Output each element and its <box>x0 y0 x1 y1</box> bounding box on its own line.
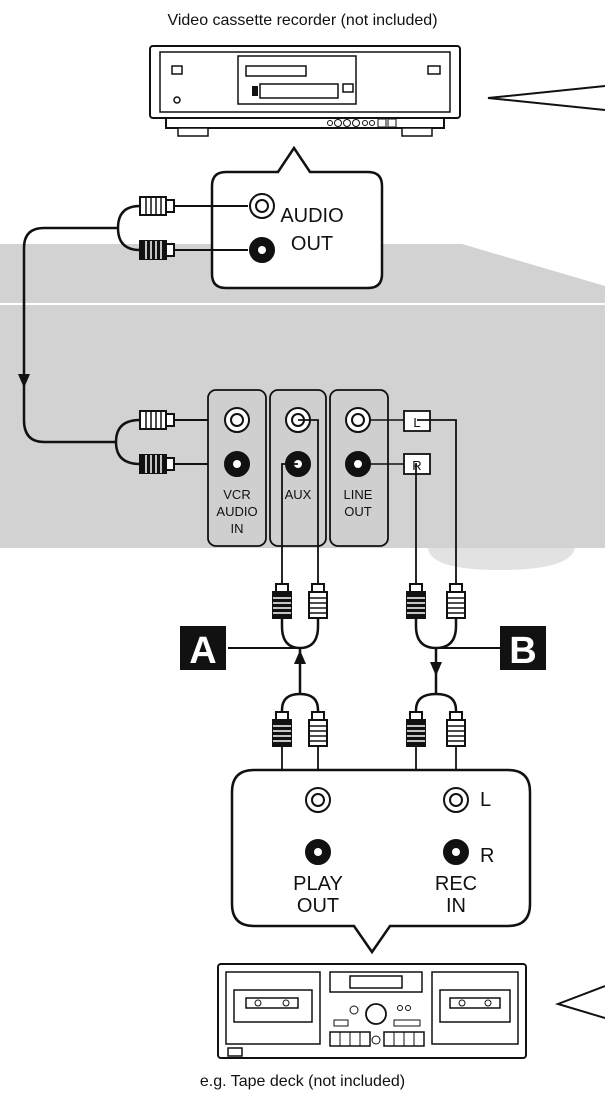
vcr-cable <box>18 196 248 474</box>
play-out-label-2: OUT <box>297 895 339 917</box>
vcr-audio-in-label-3: IN <box>231 521 244 536</box>
vcr-audio-out-callout: AUDIO OUT <box>210 145 384 290</box>
line-out-right-marker: R <box>412 458 421 473</box>
vcr-audio-in-label-2: AUDIO <box>216 504 257 519</box>
audio-out-label-2: OUT <box>291 233 333 255</box>
tape-deck-caption: e.g. Tape deck (not included) <box>199 1073 406 1090</box>
vcr-audio-in-label-1: VCR <box>223 487 250 502</box>
rec-in-label-2: IN <box>446 895 466 917</box>
play-out-label-1: PLAY <box>293 873 343 895</box>
tape-deck-callout: L R PLAY OUT REC IN <box>230 768 532 955</box>
svg-text:B: B <box>509 630 536 672</box>
vcr-caption: Video cassette recorder (not included) <box>167 12 438 29</box>
vcr-illustration <box>149 45 605 137</box>
marker-a: A <box>180 626 226 672</box>
aux-label: AUX <box>285 487 312 502</box>
tape-deck-illustration <box>217 963 605 1059</box>
rec-in-label-1: REC <box>435 873 477 895</box>
rear-panel: VCR AUDIO IN AUX LINE OUT L R <box>207 389 431 547</box>
tape-deck-left-label: L <box>480 789 491 811</box>
audio-out-label-1: AUDIO <box>280 205 343 227</box>
line-out-label-2: OUT <box>344 504 372 519</box>
tape-deck-right-label: R <box>480 845 494 867</box>
line-out-left-marker: L <box>413 415 420 430</box>
line-out-label-1: LINE <box>344 487 373 502</box>
svg-text:A: A <box>189 630 216 672</box>
marker-b: B <box>500 626 546 672</box>
